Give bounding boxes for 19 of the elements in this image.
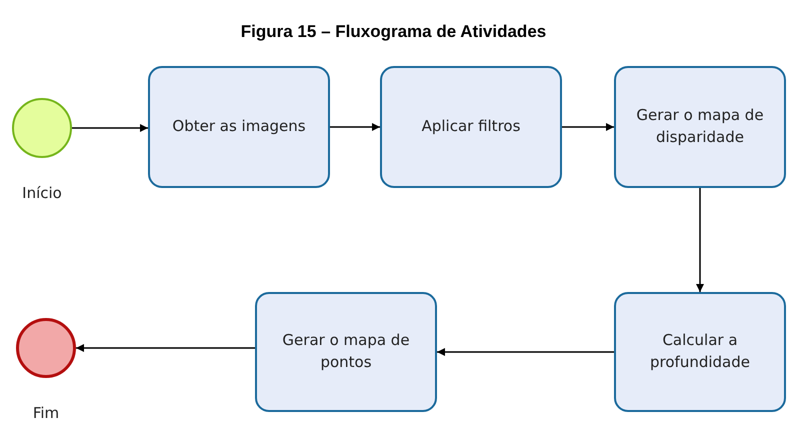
- arrow: [696, 188, 704, 292]
- process-label: Gerar o mapa de pontos: [281, 330, 411, 373]
- process-box: [380, 66, 562, 188]
- process-label: Obter as imagens: [172, 116, 306, 138]
- event-label: Início: [22, 184, 62, 202]
- process-box: [614, 66, 786, 188]
- process-label: Gerar o mapa de disparidade: [635, 105, 765, 148]
- arrow: [76, 344, 255, 352]
- process-label: Calcular a profundidade: [649, 330, 751, 373]
- arrow: [562, 123, 614, 131]
- arrow: [437, 348, 614, 356]
- arrow: [330, 123, 380, 131]
- process-box: [614, 292, 786, 412]
- process-label: Aplicar filtros: [422, 116, 520, 138]
- arrow: [72, 124, 148, 132]
- event-label: Fim: [32, 404, 60, 422]
- process-box: [255, 292, 437, 412]
- process-box: [148, 66, 330, 188]
- figure-title: Figura 15 – Fluxograma de Atividades: [240, 22, 548, 42]
